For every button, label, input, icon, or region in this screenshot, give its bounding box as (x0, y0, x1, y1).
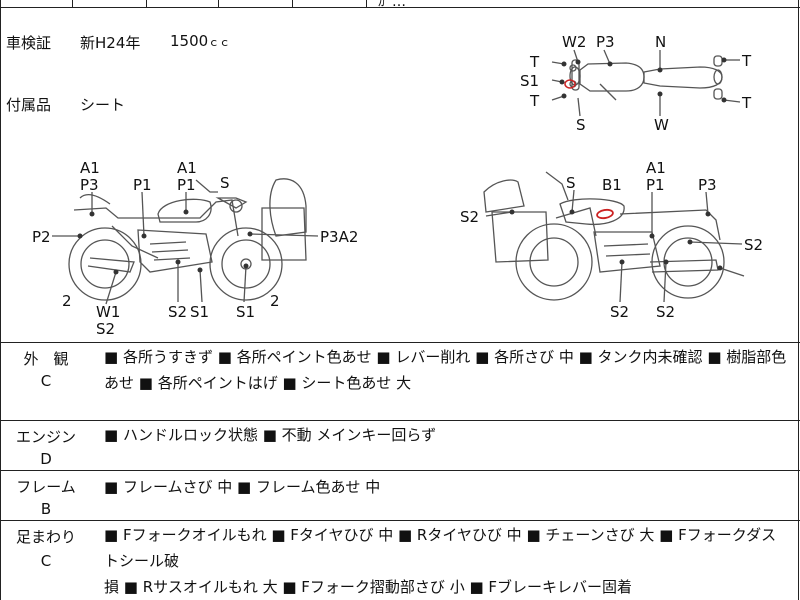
top-label-w: W (654, 116, 669, 134)
accessories-label: 付属品 (6, 96, 52, 114)
left-label-2a: 2 (62, 292, 72, 310)
right-label-s2-b: S2 (744, 236, 763, 254)
top-label-s: S (576, 116, 586, 134)
motorcycle-diagram-svg: T W2 P3 N T S1 T T S W A1 P3 P1 A1 P1 S … (32, 33, 763, 338)
left-label-p3a2: P3A2 (320, 228, 358, 246)
left-label-w1: W1 (96, 303, 120, 321)
right-label-a1: A1 (646, 159, 666, 177)
displacement-value: 1500ｃｃ (170, 32, 231, 50)
top-label-t2: T (741, 52, 752, 70)
motorcycle-top-view (569, 55, 723, 101)
section-grade-engine: D (40, 450, 52, 468)
top-label-w2: W2 (562, 33, 586, 51)
right-label-s2-d: S2 (656, 303, 675, 321)
suspension-line-2: 損 ■ Rサスオイルもれ 大 ■ Fフォーク摺動部さび 小 ■ Fブレーキレバー… (104, 578, 633, 596)
left-label-a1: A1 (80, 159, 100, 177)
top-label-p3: P3 (596, 33, 615, 51)
section-text-engine: ■ ハンドルロック状態 ■ 不動 メインキー回らず (104, 422, 788, 448)
section-grade-frame: B (40, 500, 52, 518)
left-label-a1-b: A1 (177, 159, 197, 177)
section-divider-suspension (0, 520, 800, 521)
top-table-strip: ｶﾞ… (0, 0, 800, 10)
suspension-line-1: ■ Fフォークオイルもれ ■ Fタイヤひび 中 ■ Rタイヤひび 中 ■ チェー… (104, 526, 777, 570)
accessories-value: シート (80, 96, 126, 114)
engine-line-1: ■ ハンドルロック状態 ■ 不動 メインキー回らず (104, 426, 437, 444)
frame-left-border (0, 0, 1, 600)
motorcycle-right-side-view (483, 171, 725, 301)
frame-line-1: ■ フレームさび 中 ■ フレーム色あせ 中 (104, 478, 381, 496)
section-divider-engine (0, 420, 800, 421)
leader-lines (52, 49, 745, 305)
section-text-exterior: ■ 各所うすきず ■ 各所ペイント色あせ ■ レバー削れ ■ 各所さび 中 ■ … (104, 344, 788, 396)
section-name-suspension: 足まわり (15, 528, 76, 546)
damage-point-dots (77, 57, 727, 275)
section-name-engine: エンジン (15, 428, 76, 446)
right-label-p1: P1 (646, 176, 665, 194)
exterior-line-2: あせ ■ 各所ペイントはげ ■ シート色あせ 大 (104, 374, 412, 392)
header-fragment: ｶﾞ… (378, 0, 406, 10)
top-label-t3: T (529, 92, 540, 110)
section-divider-exterior (0, 342, 800, 343)
left-label-p2: P2 (32, 228, 51, 246)
left-label-p1-b: P1 (177, 176, 196, 194)
section-text-suspension: ■ Fフォークオイルもれ ■ Fタイヤひび 中 ■ Rタイヤひび 中 ■ チェー… (104, 522, 788, 600)
left-label-p3: P3 (80, 176, 99, 194)
right-label-p3: P3 (698, 176, 717, 194)
right-label-s2-c: S2 (610, 303, 629, 321)
left-label-p1: P1 (133, 176, 152, 194)
inspection-year: 新H24年 (80, 34, 141, 52)
section-name-exterior: 外 観 (23, 350, 69, 368)
inspection-label: 車検証 (6, 34, 52, 52)
section-grade-suspension: C (40, 552, 52, 570)
left-label-2b: 2 (270, 292, 280, 310)
section-grade-exterior: C (40, 372, 52, 390)
section-divider-frame (0, 470, 800, 471)
top-label-t4: T (741, 94, 752, 112)
right-view-red-mark (596, 208, 614, 220)
right-label-s2-a: S2 (460, 208, 479, 226)
left-label-s2-b: S2 (168, 303, 187, 321)
section-text-frame: ■ フレームさび 中 ■ フレーム色あせ 中 (104, 474, 788, 500)
exterior-line-1: ■ 各所うすきず ■ 各所ペイント色あせ ■ レバー削れ ■ 各所さび 中 ■ … (104, 348, 787, 366)
left-label-s1: S1 (190, 303, 209, 321)
damage-diagram: T W2 P3 N T S1 T T S W A1 P3 P1 A1 P1 S … (0, 20, 800, 342)
section-name-frame: フレーム (16, 478, 76, 496)
top-label-t1: T (529, 53, 540, 71)
right-label-b1: B1 (602, 176, 622, 194)
motorcycle-left-side-view (68, 178, 307, 301)
right-label-s: S (566, 174, 576, 192)
frame-right-border (798, 0, 799, 600)
top-view-red-mark (564, 79, 576, 89)
left-label-s1-b: S1 (236, 303, 255, 321)
top-label-n: N (655, 33, 666, 51)
left-label-s2: S2 (96, 320, 115, 338)
top-label-s1: S1 (520, 72, 539, 90)
left-label-s: S (220, 174, 230, 192)
